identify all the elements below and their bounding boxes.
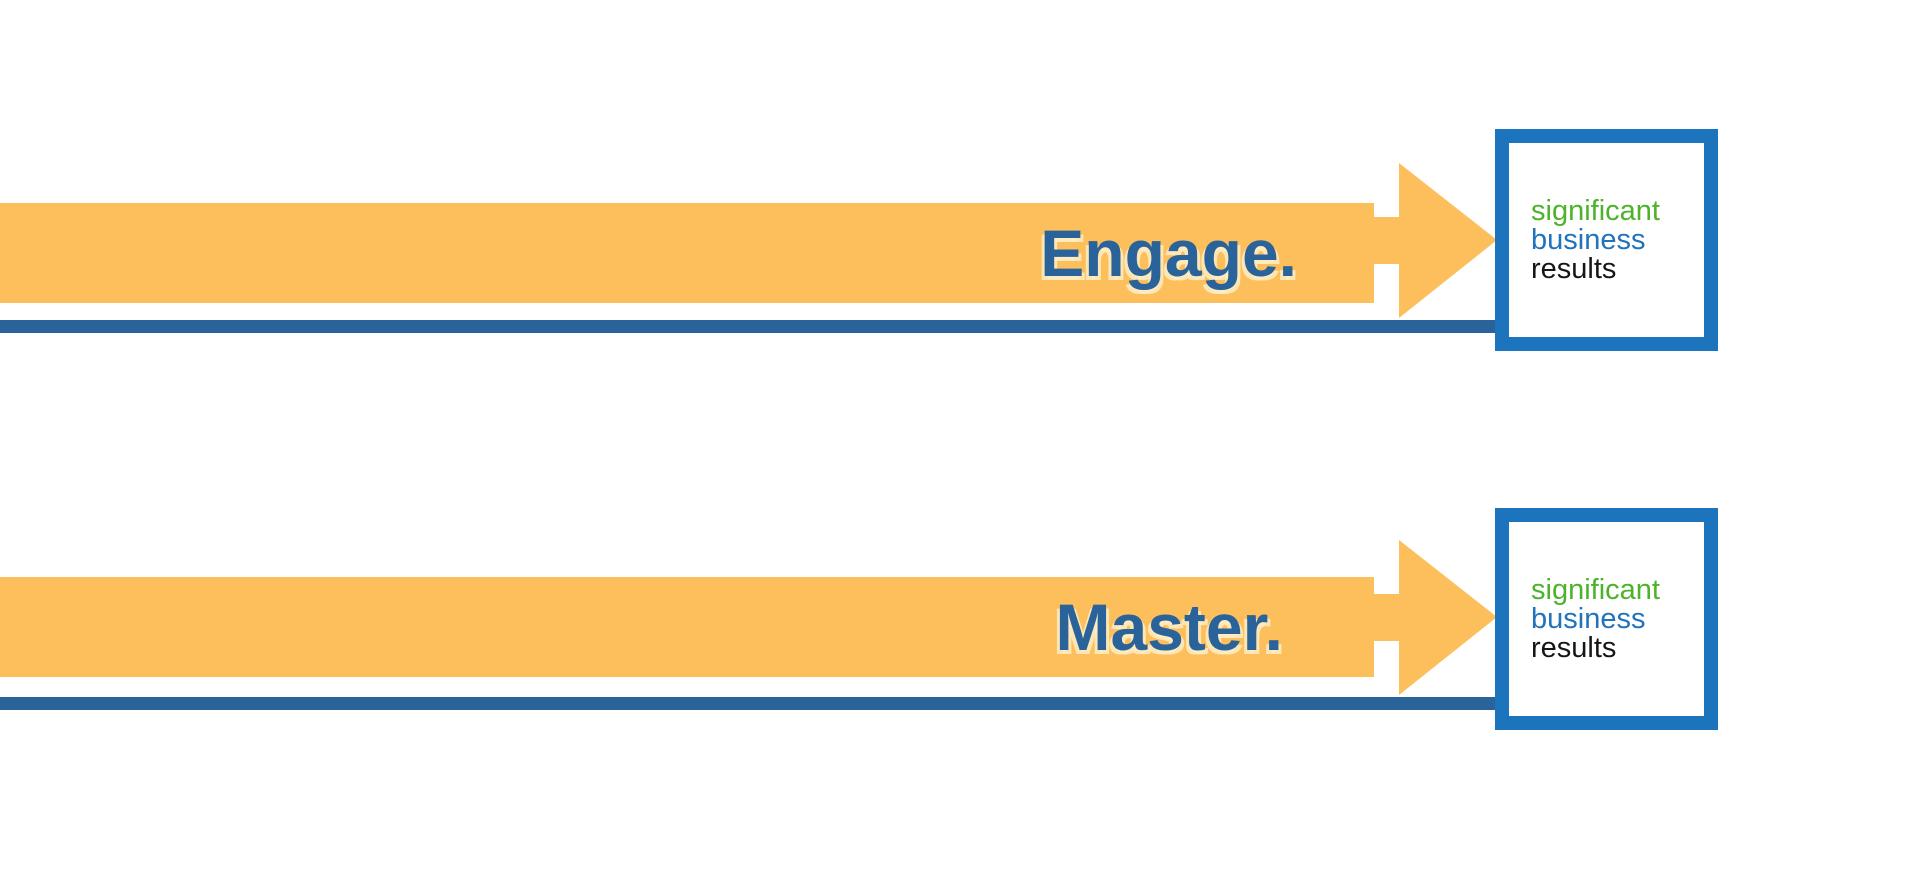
sbr-logo-box: significant business results — [1495, 508, 1718, 730]
arrow-stem — [1374, 217, 1400, 264]
logo-word-significant: significant — [1531, 194, 1660, 227]
logo-word-business: business — [1531, 602, 1646, 635]
logo-word-results: results — [1531, 631, 1617, 664]
sbr-logo-box: significant business results — [1495, 129, 1718, 351]
arrow-right-icon — [1399, 540, 1497, 695]
logo-word-business: business — [1531, 223, 1646, 256]
arrow-right-icon — [1399, 163, 1497, 318]
master-label: Master. — [1055, 590, 1283, 664]
master-banner: Master. — [0, 577, 1374, 677]
arrow-stem — [1374, 594, 1400, 641]
logo-word-significant: significant — [1531, 573, 1660, 606]
logo-word-results: results — [1531, 252, 1617, 285]
divider-line — [0, 320, 1497, 333]
divider-line — [0, 697, 1497, 710]
engage-banner: Engage. — [0, 203, 1374, 303]
engage-label: Engage. — [1040, 216, 1297, 290]
